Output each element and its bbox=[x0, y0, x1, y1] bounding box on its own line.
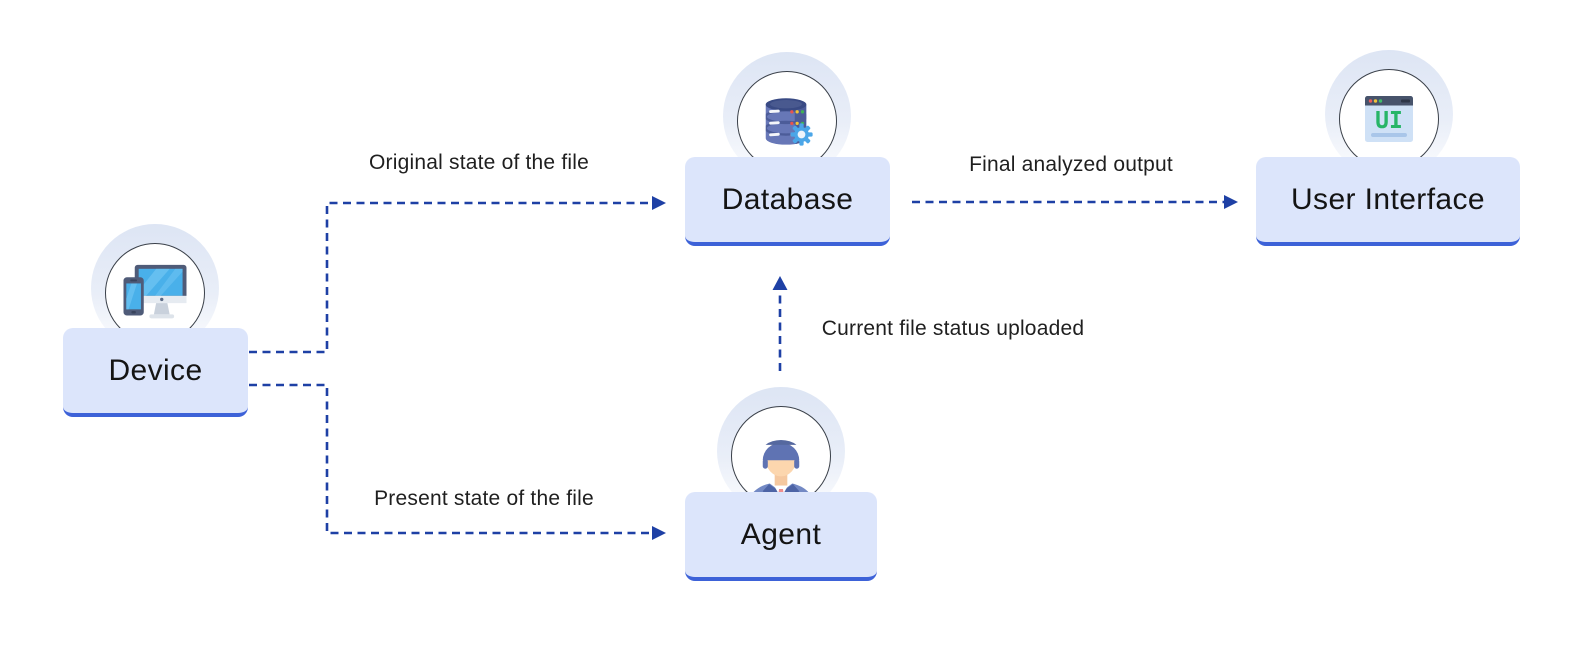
user-interface-label: User Interface bbox=[1290, 182, 1485, 216]
device-box: Device bbox=[63, 328, 248, 417]
arrowhead-device-database bbox=[652, 196, 666, 210]
user-interface-icon-circle: UI bbox=[1339, 69, 1439, 169]
database-box: Database bbox=[685, 157, 890, 246]
edge-label-present-state: Present state of the file bbox=[374, 487, 594, 510]
arrowhead-device-agent bbox=[652, 526, 666, 540]
database-icon bbox=[765, 98, 813, 146]
edge-label-current-status: Current file status uploaded bbox=[821, 317, 1085, 340]
agent-icon-circle bbox=[731, 406, 831, 506]
arrowhead-database-ui bbox=[1224, 195, 1238, 209]
browser-ui-icon: UI bbox=[1365, 96, 1413, 142]
device-label: Device bbox=[108, 353, 203, 387]
arrowhead-agent-database bbox=[772, 276, 788, 290]
edge-label-original-state: Original state of the file bbox=[369, 151, 589, 174]
device-icon-circle bbox=[105, 243, 205, 343]
gear-icon bbox=[790, 123, 813, 146]
agent-box: Agent bbox=[685, 492, 877, 581]
agent-label: Agent bbox=[740, 517, 822, 551]
edge-label-final-output: Final analyzed output bbox=[969, 153, 1173, 176]
device-icon bbox=[123, 264, 187, 319]
ui-icon-text: UI bbox=[1375, 108, 1403, 134]
edge-device-agent bbox=[249, 383, 652, 535]
user-interface-box: User Interface bbox=[1256, 157, 1520, 246]
database-label: Database bbox=[721, 182, 854, 216]
database-icon-circle bbox=[737, 71, 837, 171]
edge-device-database bbox=[249, 201, 652, 354]
